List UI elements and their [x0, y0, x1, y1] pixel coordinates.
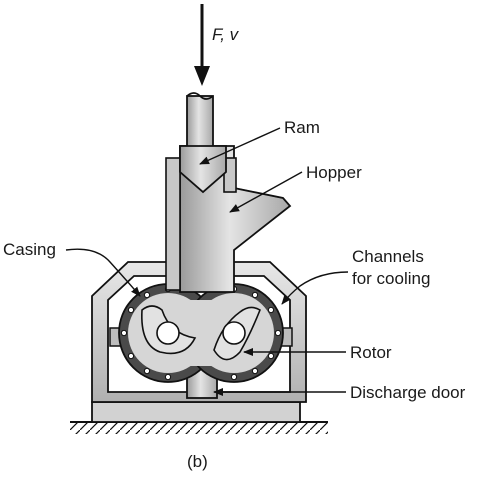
ram-rod — [186, 95, 214, 151]
channels-leader — [281, 271, 349, 305]
ground — [70, 421, 328, 434]
ram-rod-break — [186, 92, 214, 100]
force-label: F, v — [212, 25, 240, 44]
base-plate — [91, 401, 301, 423]
discharge-door-label: Discharge door — [350, 383, 466, 402]
rotors — [141, 305, 261, 361]
channels-label-line1: Channels — [352, 247, 424, 266]
casing-label: Casing — [3, 240, 56, 259]
left-rotor-shaft — [156, 321, 180, 345]
right-guide — [223, 157, 237, 193]
casing-leader — [65, 248, 141, 297]
channels-label-line2: for cooling — [352, 269, 430, 288]
leader-lines — [65, 127, 349, 396]
ram-leader — [199, 127, 281, 165]
hopper-label: Hopper — [306, 163, 362, 182]
hopper-leader — [229, 171, 303, 213]
right-rotor-shaft — [222, 321, 246, 345]
caption: (b) — [187, 452, 208, 471]
force-arrow — [194, 4, 210, 86]
rotor-label: Rotor — [350, 343, 392, 362]
ram-label: Ram — [284, 118, 320, 137]
left-guide — [165, 157, 181, 291]
